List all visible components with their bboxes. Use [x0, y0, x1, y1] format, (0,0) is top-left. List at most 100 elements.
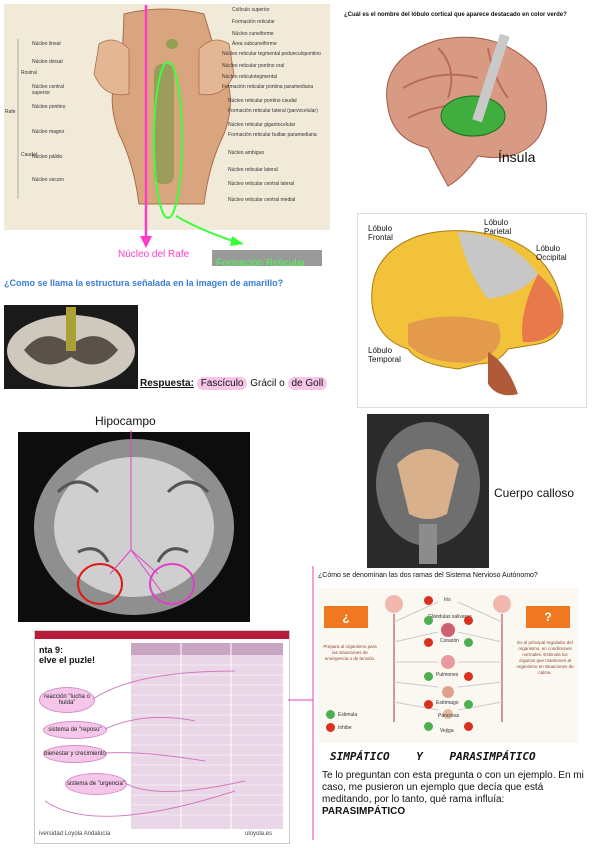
lobe-parietal-label: Lóbulo Parietal: [484, 218, 512, 236]
organ-iris: Iris: [444, 597, 451, 603]
ans-right-box: ?: [526, 606, 570, 628]
label-reticulotegmental: Núcleo reticulotegmental: [222, 74, 278, 80]
estimula-dot-1: [424, 616, 433, 625]
estimula-dot-5: [424, 722, 433, 731]
puzzle-slide: nta 9: elve el puzle! reacción "lucha o …: [34, 630, 290, 844]
reticular-label-box: Formación Reticular: [212, 250, 322, 269]
label-formacion-reticular: Formación reticular: [232, 19, 275, 25]
puzzle-footer-left: iversidad Loyola Andalucía: [39, 831, 111, 837]
ans-left-text: Prepara al organismo para las situacione…: [323, 644, 377, 661]
label-rostral: Rostral: [21, 70, 37, 76]
inhibe-dot-6: [464, 722, 473, 731]
answer-highlight-3: de Goll: [287, 377, 328, 390]
legend-estimula-dot: [326, 710, 335, 719]
gracile-question: ¿Como se llama la estructura señalada en…: [4, 278, 284, 288]
inhibe-dot-5: [424, 700, 433, 709]
lobes-panel: Lóbulo Frontal Lóbulo Parietal Lóbulo Oc…: [357, 213, 587, 408]
label-lateral-parvocelular: Formación reticular lateral (parvocelula…: [228, 108, 318, 114]
label-rafe: Rafe: [5, 109, 16, 115]
ans-right-text: Es el principal regulador del organismo,…: [516, 640, 574, 675]
ans-left-box: ¿: [324, 606, 368, 628]
puzzle-bubble-reposo: sistema de "reposo": [43, 721, 107, 739]
label-cuneiforme: Núcleo cuneiforme: [232, 31, 274, 37]
inhibe-dot-1: [424, 596, 433, 605]
answer-text-2: Grácil o: [250, 378, 285, 389]
ans-nerve-lines: [385, 595, 511, 722]
label-gigantocelular: Núcleo reticular gigantocelular: [228, 122, 296, 128]
label-pontina-paramediana: Formación reticular pontina paramediana: [222, 84, 314, 90]
hippocampus-pointer-lines: [109, 430, 167, 599]
mri-image: [18, 432, 250, 622]
organ-pancreas: Páncreas: [438, 713, 460, 719]
label-pedunculopontino: Núcleo reticular tegmental pedunculopont…: [222, 51, 321, 57]
label-nucleo-palido: Núcleo pálido: [32, 154, 63, 160]
handwritten-simpatico: SIMPÁTICO: [330, 750, 390, 763]
handwritten-y: Y: [416, 750, 423, 763]
ans-diagram: ¿ ? Prepara al organismo para las situac…: [318, 588, 578, 743]
organ-salivares: Glándulas salivares: [428, 614, 472, 620]
inhibe-dot-2: [464, 616, 473, 625]
spinal-cord-image: [4, 305, 138, 389]
answer-highlight-1: Fascículo: [196, 377, 248, 390]
insula-brain-image: [386, 33, 547, 187]
lobes-brain-image: [371, 230, 564, 396]
legend-estimula-label: Estimula: [338, 712, 358, 718]
legend-inhibe-dot: [326, 723, 335, 732]
label-coliculo: Colículo superior: [232, 7, 270, 13]
ans-explanation: Te lo preguntan con esta pregunta o con …: [322, 770, 592, 818]
puzzle-title-2: elve el puzle!: [39, 655, 96, 665]
legend-inhibe-label: Inhibe: [338, 725, 352, 731]
inhibe-dot-3: [424, 638, 433, 647]
answer-label: Respuesta:: [140, 378, 194, 389]
estimula-dot-4: [464, 700, 473, 709]
lobe-temporal-label: Lóbulo Temporal: [368, 346, 401, 364]
label-central-lateral: Núcleo reticular central lateral: [228, 181, 295, 187]
label-nucleo-magno: Núcleo magno: [32, 129, 65, 135]
corpus-image: [367, 414, 489, 568]
arrow-label-reticular: Formación Reticular: [216, 258, 306, 269]
label-nucleo-lineal: Núcleo lineal: [32, 41, 61, 47]
brainstem-panel: Colículo superior Formación reticular Nú…: [4, 4, 330, 230]
label-pontino-oral: Núcleo reticular pontino oral: [222, 63, 285, 69]
puzzle-connector-lines: [44, 670, 246, 817]
inhibe-dot-4: [464, 672, 473, 681]
insula-question: ¿Cuál es el nombre del lóbulo cortical q…: [344, 12, 567, 18]
label-nucleo-pontino: Núcleo pontino: [32, 104, 66, 110]
label-nucleo-oscuro: Núcleo oscuro: [32, 177, 64, 183]
brainstem-illustration: [17, 8, 235, 205]
label-pontino-caudal: Núcleo reticular pontino caudal: [228, 98, 297, 104]
ans-question: ¿Cómo se denominan las dos ramas del Sis…: [318, 572, 538, 579]
slide-header-bar: [35, 631, 289, 639]
label-caudal: Caudal: [21, 152, 37, 158]
organ-vejiga: Vejiga: [440, 728, 454, 734]
handwritten-parasimpatico: PARASIMPÁTICO: [449, 750, 536, 763]
label-subcuneiforme: Área subcuneiforme: [232, 41, 277, 47]
label-bulbar-paramediana: Formación reticular bulbar paramediana: [228, 132, 317, 138]
estimula-dot-3: [424, 672, 433, 681]
corpus-label: Cuerpo calloso: [494, 486, 575, 500]
puzzle-bubble-lucha: reacción "lucha o huida": [39, 687, 95, 713]
organ-pulmones: Pulmones: [436, 672, 459, 678]
brainstem-annotation-arrows: [140, 5, 244, 248]
estimula-dot-2: [464, 638, 473, 647]
label-reticular-lateral: Núcleo reticular lateral: [228, 167, 278, 173]
explanation-bold: PARASIMPÁTICO: [322, 806, 406, 817]
lobe-occipital-label: Lóbulo Occipital: [536, 244, 567, 262]
ans-handwritten-answer: SIMPÁTICO Y PARASIMPÁTICO: [330, 750, 536, 763]
gracile-answer: Respuesta: Fascículo Grácil o de Goll: [140, 377, 328, 390]
puzzle-bubble-bienestar: bienestar y crecimiento: [43, 745, 107, 763]
insula-answer: Ínsula: [498, 149, 536, 165]
organ-corazon: Corazón: [440, 638, 459, 644]
label-nucleo-dorsal: Núcleo dorsal: [32, 59, 63, 65]
puzzle-title-1: nta 9:: [39, 645, 64, 655]
organ-estomago: Estómago: [436, 700, 459, 706]
label-central-medial: Núcleo reticular central medial: [228, 197, 296, 203]
puzzle-table: [131, 643, 283, 829]
hippocampus-label: Hipocampo: [95, 414, 156, 428]
label-ambiguo: Núcleo ambiguo: [228, 150, 265, 156]
lobe-frontal-label: Lóbulo Frontal: [368, 224, 393, 242]
explanation-text: Te lo preguntan con esta pregunta o con …: [322, 770, 584, 805]
label-central-superior: Núcleo central superior: [32, 84, 64, 96]
arrow-label-raphe: Núcleo del Rafe: [118, 249, 190, 260]
